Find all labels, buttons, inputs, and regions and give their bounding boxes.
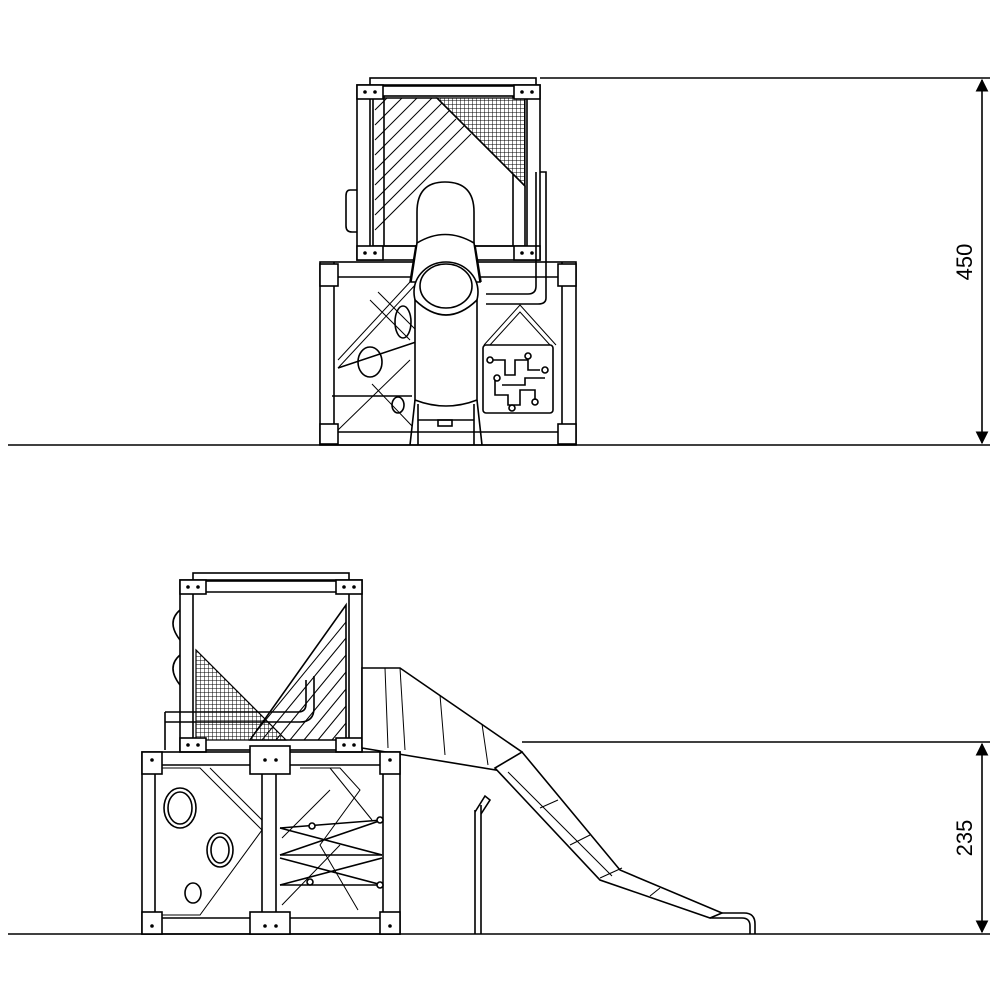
front-maze-panel	[482, 344, 554, 414]
front-upper-cube	[345, 77, 547, 305]
dimension-label-235: 235	[952, 820, 977, 857]
dimension-label-450: 450	[952, 244, 977, 281]
side-height-dimension: 235	[522, 741, 990, 934]
front-slat-panel	[372, 97, 526, 247]
side-view: 235	[8, 572, 990, 935]
front-view: 450	[8, 77, 990, 446]
front-height-dimension: 450	[540, 77, 990, 445]
side-hole-panel	[158, 767, 263, 916]
side-lower-box	[141, 745, 401, 935]
front-tube-slide	[409, 181, 483, 446]
side-mesh-panel	[195, 648, 288, 741]
side-slat-panel	[248, 602, 347, 741]
side-rope-net	[279, 767, 384, 911]
side-upper-cube	[164, 572, 363, 753]
side-slide	[361, 667, 756, 934]
